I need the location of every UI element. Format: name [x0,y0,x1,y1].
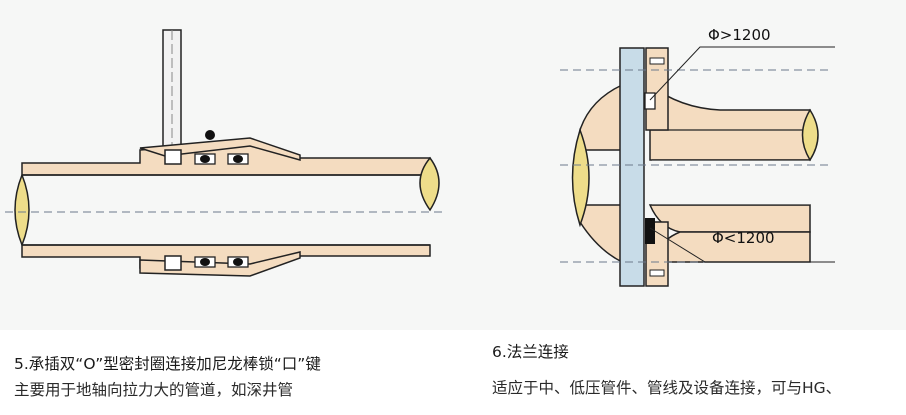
socket-joint-diagram [5,29,445,277]
label-phi-less: Φ<1200 [712,229,775,247]
caption-panel: 5.承插双“O”型密封圈连接加尼龙棒锁“口”键 主要用于地轴向拉力大的管道，如深… [0,330,906,415]
diagram-panel: Φ>1200 Φ<1200 [5,26,835,287]
caption-left-body: 主要用于地轴向拉力大的管道，如深井管 [14,381,294,399]
o-ring-top-2 [233,155,243,163]
pipe-end-right [419,156,440,212]
o-ring-bottom-1 [200,258,210,266]
flange-pipe-end-right [801,108,819,162]
flange-joint-diagram: Φ>1200 Φ<1200 [560,26,835,287]
leader-line-bottom [649,227,835,263]
lock-key-dot [205,130,215,140]
caption-left-title: 5.承插双“O”型密封圈连接加尼龙棒锁“口”键 [14,355,321,373]
flange-hub-top [649,83,811,161]
flange-plate [619,47,645,287]
lock-key-bottom [164,255,182,271]
gasket-bottom [645,218,655,244]
gasket-top [644,92,656,110]
flange-hub-bottom [648,204,811,233]
label-phi-greater: Φ>1200 [708,26,771,44]
o-ring-bottom-2 [233,258,243,266]
lock-key-top [164,149,182,165]
pipe-connection-diagrams: Φ>1200 Φ<1200 [5,26,835,287]
caption-right-title: 6.法兰连接 [492,343,569,361]
caption-right-body: 适应于中、低压管件、管线及设备连接，可与HG、 [492,379,842,397]
flange-pipe-end-left [571,127,590,228]
o-ring-top-1 [200,155,210,163]
leader-line-top [649,46,835,101]
pipe-end-left [14,172,30,248]
